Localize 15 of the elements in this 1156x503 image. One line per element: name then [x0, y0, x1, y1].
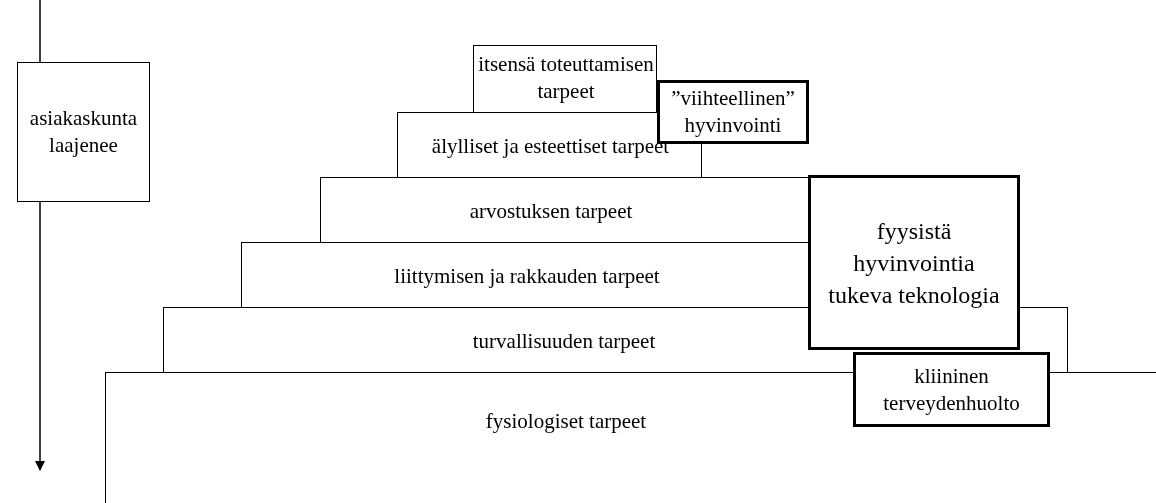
node-label: ”viihteellinen” hyvinvointi	[670, 85, 796, 139]
step-box	[320, 177, 809, 243]
node-label: asiakaskunta laajenee	[28, 105, 139, 159]
node-label: älylliset ja esteettiset tarpeet	[430, 133, 671, 160]
overlay-box	[853, 352, 1050, 427]
step-box	[473, 45, 657, 113]
node-label: arvostuksen tarpeet	[468, 198, 634, 225]
node-label: kliininen terveydenhuolto	[882, 362, 1021, 417]
node-label: liittymisen ja rakkauden tarpeet	[393, 263, 661, 290]
node-label: turvallisuuden tarpeet	[471, 328, 657, 355]
node-label: fysiologiset tarpeet	[484, 408, 648, 435]
group-box	[17, 62, 150, 202]
overlay-box	[808, 175, 1020, 350]
node-label: itsensä toteuttamisen tarpeet	[477, 51, 655, 105]
node-label: fyysistä hyvinvointia tukeva teknologia	[827, 216, 1001, 310]
